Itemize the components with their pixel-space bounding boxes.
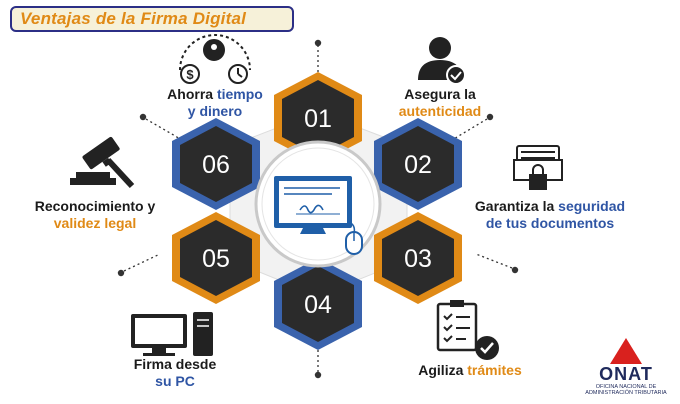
hex-number-06: 06	[202, 151, 230, 179]
hex-number-04: 04	[304, 291, 332, 319]
time-money-icon: $	[179, 34, 251, 84]
benefit-02-text: Asegura la	[404, 86, 476, 102]
user-check-icon	[418, 37, 466, 85]
hex-06	[172, 118, 260, 210]
benefit-03-highlight: seguridad	[558, 198, 626, 214]
hex-01	[274, 72, 362, 164]
logo-triangle	[610, 338, 642, 364]
hex-number-05: 05	[202, 245, 230, 273]
desktop-computer-icon	[131, 312, 213, 356]
gavel-icon	[70, 136, 135, 189]
hex-04	[274, 258, 362, 350]
benefit-02-highlight: autenticidad	[398, 103, 482, 119]
benefit-06-text-line2: validez legal	[53, 215, 137, 231]
benefit-04-text: Agiliza	[418, 362, 468, 378]
hex-03	[374, 212, 462, 304]
logo-subtitle: OFICINA NACIONAL DE ADMINISTRACIÓN TRIBU…	[580, 384, 672, 396]
logo-subtitle-line2: ADMINISTRACIÓN TRIBUTARIA	[585, 390, 667, 396]
hex-number-01: 01	[304, 105, 332, 133]
benefit-04-label: Agiliza trámites	[408, 362, 532, 379]
benefit-05-label: Firma desde su PC	[120, 356, 230, 390]
benefit-04-highlight: trámites	[467, 362, 522, 378]
benefit-06-text: Reconocimiento y	[34, 198, 156, 214]
hex-number-03: 03	[404, 245, 432, 273]
benefit-01-text: Ahorra	[167, 86, 217, 102]
benefit-03-label: Garantiza la seguridad de tus documentos	[465, 198, 635, 232]
benefit-01-highlight: tiempo	[216, 86, 263, 102]
onat-logo: ONAT OFICINA NACIONAL DE ADMINISTRACIÓN …	[580, 338, 672, 400]
benefit-01-label: Ahorra tiempo y dinero	[160, 86, 270, 120]
logo-name: ONAT	[599, 364, 653, 384]
hex-05	[172, 212, 260, 304]
logo-subtitle-line1: OFICINA NACIONAL DE	[595, 384, 657, 390]
hex-number-02: 02	[404, 151, 432, 179]
benefit-02-label: Asegura la autenticidad	[388, 86, 492, 120]
benefit-06-label: Reconocimiento y validez legal	[20, 198, 170, 232]
locked-folder-icon	[513, 145, 563, 190]
benefit-01-text-line2: y dinero	[187, 103, 243, 119]
benefit-03-text: Garantiza la	[474, 198, 559, 214]
connector-dots	[117, 39, 519, 379]
svg-text:$: $	[186, 67, 194, 82]
digital-signature-icon	[254, 140, 382, 268]
page-title: Ventajas de la Firma Digital	[20, 9, 247, 28]
benefit-05-text-line2: su PC	[155, 373, 195, 389]
benefit-05-text: Firma desde	[133, 356, 217, 372]
checklist-icon	[436, 300, 499, 360]
hex-02	[374, 118, 462, 210]
benefit-03-text-line2: de tus documentos	[485, 215, 615, 231]
title-banner: Ventajas de la Firma Digital	[10, 6, 294, 32]
